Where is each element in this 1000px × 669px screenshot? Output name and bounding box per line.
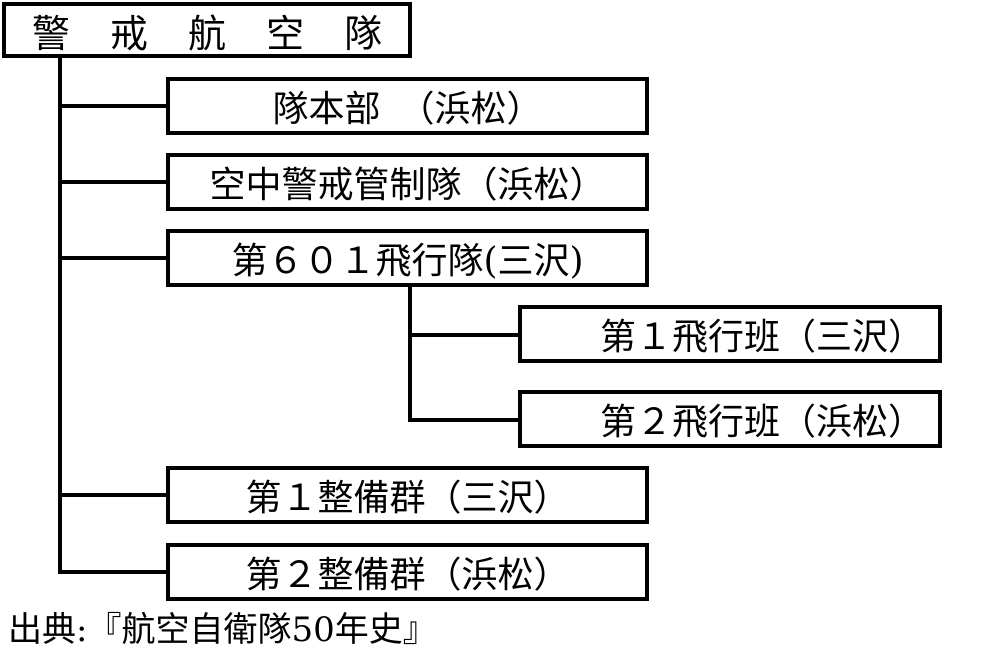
unit-box-601-squadron: 第６０１飛行隊(三沢) — [166, 229, 649, 287]
unit-box-awacs: 空中警戒管制隊（浜松） — [166, 153, 649, 211]
branch-line-maint2 — [58, 570, 168, 574]
branch-line-601 — [58, 256, 168, 260]
branch-line-hq — [58, 104, 168, 108]
unit-box-hq: 隊本部 （浜松） — [166, 77, 649, 135]
sub-trunk-line — [408, 286, 412, 422]
branch-line-maint1 — [58, 493, 168, 497]
root-unit-box: 警 戒 航 空 隊 — [2, 2, 412, 58]
branch-line-flight2 — [408, 418, 520, 422]
subunit-box-flight-1: 第１飛行班（三沢） — [518, 305, 942, 363]
unit-box-maintenance-1: 第１整備群（三沢） — [166, 466, 649, 524]
unit-box-maintenance-2: 第２整備群（浜松） — [166, 543, 649, 601]
branch-line-awacs — [58, 180, 168, 184]
root-trunk-line — [58, 58, 62, 574]
source-caption: 出典:『航空自衛隊50年史』 — [8, 610, 437, 650]
branch-line-flight1 — [408, 333, 520, 337]
subunit-box-flight-2: 第２飛行班（浜松） — [518, 390, 942, 448]
